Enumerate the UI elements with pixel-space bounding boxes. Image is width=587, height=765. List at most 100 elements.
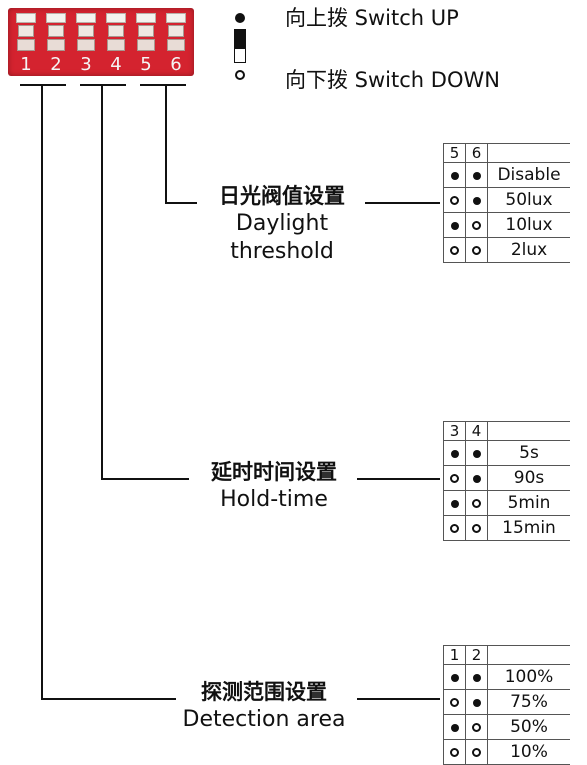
- switch-state-cell: [465, 664, 488, 690]
- switch-toggle-icon: [234, 29, 246, 63]
- switch-state-cell: [443, 714, 466, 740]
- switch-state-cell: [443, 664, 466, 690]
- pair-3-4-underline: [80, 84, 126, 86]
- setting-value: 50lux: [487, 187, 570, 213]
- setting-value: 5min: [487, 490, 570, 516]
- header-switch-number: 6: [465, 143, 488, 163]
- setting-value: 2lux: [487, 237, 570, 263]
- switch-up-dot-icon: [472, 197, 481, 205]
- dip-number-2: 2: [50, 54, 62, 75]
- switch-state-cell: [443, 465, 466, 491]
- detection-label: 探测范围设置 Detection area: [166, 676, 362, 734]
- setting-value: 10%: [487, 739, 570, 765]
- switch-up-dot-icon: [450, 724, 459, 732]
- switch-state-cell: [465, 689, 488, 715]
- switch-state-cell: [443, 490, 466, 516]
- switch-state-cell: [465, 714, 488, 740]
- header-blank: [487, 143, 570, 163]
- header-switch-number: 4: [465, 421, 488, 441]
- dip-switch-3: [76, 13, 96, 57]
- table-row: 90s: [443, 465, 570, 491]
- hold-time-label-en: Hold-time: [220, 487, 328, 512]
- switch-up-dot-icon: [472, 172, 481, 180]
- switch-down-ring-icon: [235, 70, 245, 80]
- table-row: 5s: [443, 440, 570, 466]
- switch-down-ring-icon: [472, 748, 481, 757]
- dip-switch-1: [16, 13, 36, 57]
- switch-up-dot-icon: [450, 172, 459, 180]
- switch-up-dot-icon: [472, 699, 481, 707]
- setting-value: 10lux: [487, 212, 570, 238]
- detection-label-en: Detection area: [182, 707, 346, 732]
- switch-up-dot-icon: [450, 674, 459, 682]
- dip-switch-6: [166, 13, 186, 57]
- detection-connector-vertical: [41, 84, 43, 700]
- switch-state-cell: [443, 237, 466, 263]
- switch-down-ring-icon: [450, 474, 459, 483]
- header-switch-number: 1: [443, 645, 466, 665]
- switch-down-ring-icon: [472, 246, 481, 255]
- hold-time-label: 延时时间设置 Hold-time: [189, 456, 359, 514]
- switch-down-ring-icon: [450, 748, 459, 757]
- detection-connector-left: [41, 698, 176, 700]
- table-row: 10lux: [443, 212, 570, 238]
- switch-state-cell: [465, 515, 488, 541]
- switch-down-ring-icon: [472, 499, 481, 508]
- switch-up-dot-icon: [472, 475, 481, 483]
- header-blank: [487, 421, 570, 441]
- table-row: 10%: [443, 739, 570, 765]
- hold-time-connector-left: [101, 478, 189, 480]
- dip-number-5: 5: [140, 54, 152, 75]
- dip-number-4: 4: [110, 54, 122, 75]
- switch-down-ring-icon: [450, 246, 459, 255]
- header-switch-number: 5: [443, 143, 466, 163]
- switch-down-ring-icon: [472, 723, 481, 732]
- legend-up-label: 向上拨 Switch UP: [285, 6, 459, 30]
- hold-time-label-cn: 延时时间设置: [211, 460, 337, 484]
- daylight-connector-left: [165, 202, 197, 204]
- table-row: 50lux: [443, 187, 570, 213]
- setting-value: 100%: [487, 664, 570, 690]
- table-row: 2lux: [443, 237, 570, 263]
- dip-switch-4: [106, 13, 126, 57]
- switch-state-cell: [443, 739, 466, 765]
- switch-state-cell: [465, 465, 488, 491]
- table-row: 5min: [443, 490, 570, 516]
- switch-state-cell: [443, 162, 466, 188]
- switch-up-dot-icon: [235, 13, 245, 23]
- detection-connector-right: [357, 698, 440, 700]
- daylight-label-en-line1: Daylight: [235, 211, 329, 236]
- switch-state-cell: [465, 162, 488, 188]
- switch-down-ring-icon: [450, 698, 459, 707]
- daylight-connector-right: [365, 202, 440, 204]
- table-row: 50%: [443, 714, 570, 740]
- setting-value: 5s: [487, 440, 570, 466]
- switch-state-cell: [465, 440, 488, 466]
- daylight-label-en-line2: threshold: [230, 239, 334, 264]
- switch-up-dot-icon: [450, 222, 459, 230]
- switch-down-ring-icon: [450, 196, 459, 205]
- table-row: Disable: [443, 162, 570, 188]
- switch-state-cell: [465, 212, 488, 238]
- table-row: 15min: [443, 515, 570, 541]
- setting-value: 50%: [487, 714, 570, 740]
- table-row: 75%: [443, 689, 570, 715]
- switch-state-cell: [465, 237, 488, 263]
- switch-state-cell: [443, 212, 466, 238]
- switch-state-cell: [465, 490, 488, 516]
- header-switch-number: 2: [465, 645, 488, 665]
- legend-down-label: 向下拨 Switch DOWN: [285, 68, 500, 92]
- switch-state-cell: [465, 187, 488, 213]
- hold-time-connector-vertical: [101, 84, 103, 480]
- switch-state-cell: [465, 739, 488, 765]
- dip-number-3: 3: [80, 54, 92, 75]
- dip-switch-5: [136, 13, 156, 57]
- pair-5-6-underline: [140, 84, 186, 86]
- setting-value: 75%: [487, 689, 570, 715]
- switch-state-cell: [443, 440, 466, 466]
